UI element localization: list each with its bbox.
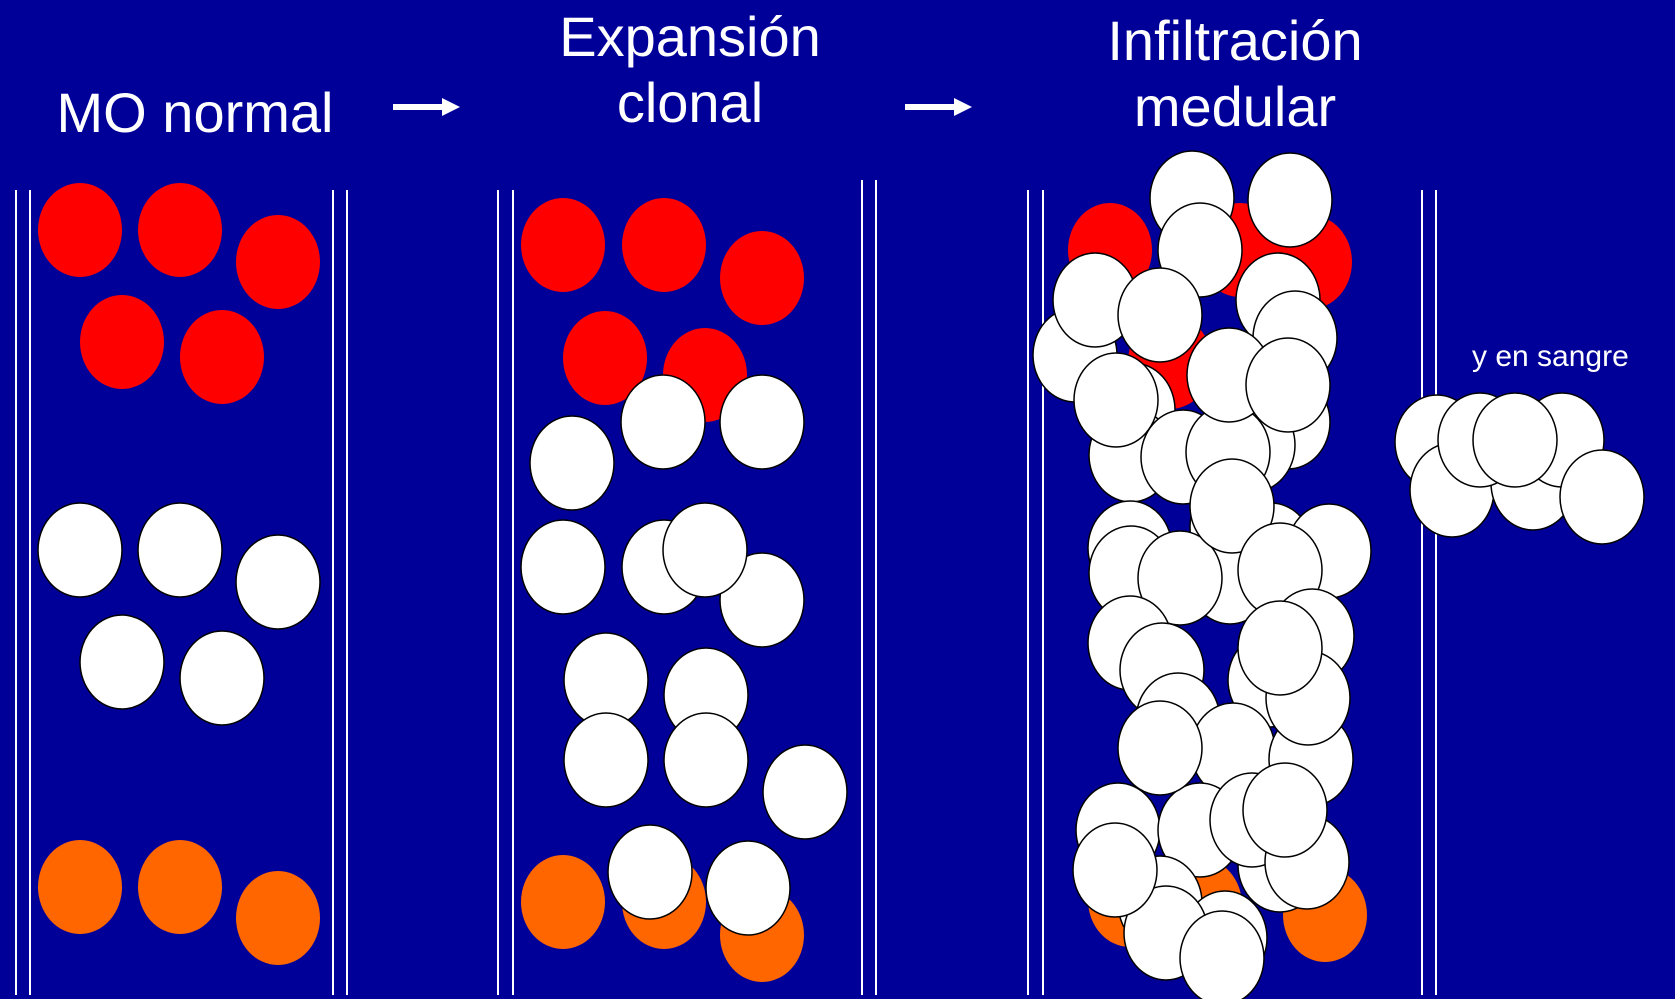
- white-cell: [662, 502, 748, 598]
- blood-white-cell: [1559, 449, 1645, 545]
- arrow-head: [442, 98, 460, 116]
- red-cell: [138, 183, 222, 277]
- red-cell: [720, 231, 804, 325]
- white-cell: [663, 712, 749, 808]
- white-cell: [1189, 458, 1275, 554]
- marrow-walls: [15, 180, 1437, 995]
- orange-cell: [521, 855, 605, 949]
- white-cell: [79, 614, 165, 710]
- white-cell: [1117, 700, 1203, 796]
- white-cell: [1117, 267, 1203, 363]
- stage1-title-line1: MO normal: [56, 81, 334, 144]
- white-cell: [1179, 910, 1265, 999]
- white-cell: [1247, 152, 1333, 248]
- white-cell: [719, 552, 805, 648]
- stage2-title-line2: clonal: [616, 71, 764, 134]
- white-cell: [235, 534, 321, 630]
- white-cell: [179, 630, 265, 726]
- stage3-title-line2: medular: [1133, 75, 1337, 138]
- stage3-title-line1: Infiltración: [1107, 9, 1363, 72]
- white-cell: [1242, 762, 1328, 858]
- red-cell: [563, 311, 647, 405]
- white-cell: [607, 824, 693, 920]
- white-cell: [1072, 822, 1158, 918]
- red-cell: [180, 310, 264, 404]
- orange-cell: [236, 871, 320, 965]
- stage2-title-line1: Expansión: [559, 5, 821, 68]
- red-cell: [38, 183, 122, 277]
- stage2-title: Expansión clonal: [530, 4, 850, 136]
- red-cell: [521, 198, 605, 292]
- red-cell: [236, 215, 320, 309]
- white-cell: [1137, 530, 1223, 626]
- white-cell: [137, 502, 223, 598]
- white-cell: [1237, 600, 1323, 696]
- stage3-title: Infiltración medular: [1070, 8, 1400, 140]
- white-cell: [1245, 337, 1331, 433]
- arrows: [393, 98, 972, 116]
- white-cell: [719, 374, 805, 470]
- white-cell: [1073, 352, 1159, 448]
- arrow-icon: [393, 98, 460, 116]
- arrow-head: [954, 98, 972, 116]
- cells: [37, 150, 1645, 999]
- white-cell: [563, 712, 649, 808]
- stage1-title: MO normal: [30, 80, 360, 146]
- white-cell: [705, 840, 791, 936]
- white-cell: [37, 502, 123, 598]
- blood-white-cell: [1472, 392, 1558, 488]
- blood-label: y en sangre: [1472, 340, 1629, 373]
- orange-cell: [138, 840, 222, 934]
- white-cell: [762, 744, 848, 840]
- red-cell: [80, 295, 164, 389]
- white-cell: [520, 519, 606, 615]
- white-cell: [620, 374, 706, 470]
- white-cell: [529, 415, 615, 511]
- arrow-icon: [905, 98, 972, 116]
- orange-cell: [38, 840, 122, 934]
- red-cell: [622, 198, 706, 292]
